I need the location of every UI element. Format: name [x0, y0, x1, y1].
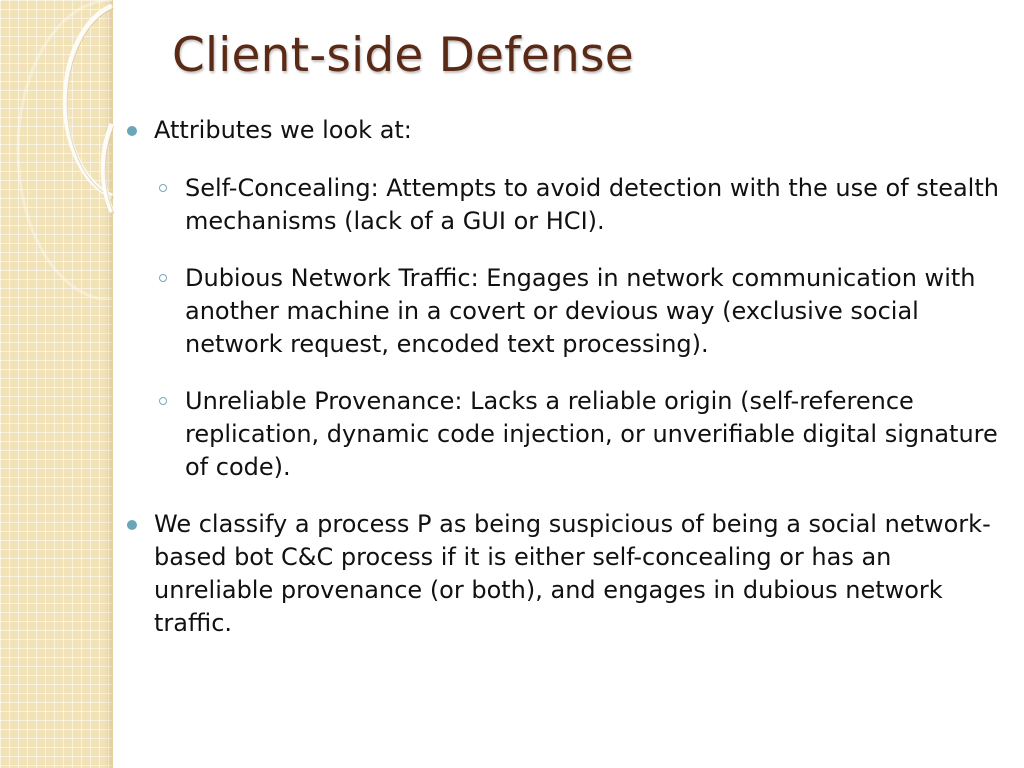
slide-body: Attributes we look at: Self-Concealing: …	[127, 114, 1004, 640]
subbullet-text: Self-Concealing: Attempts to avoid detec…	[185, 174, 999, 235]
subbullet-dubious-network-traffic: Dubious Network Traffic: Engages in netw…	[159, 262, 1004, 361]
slide-title: Client-side Defense	[172, 28, 634, 83]
decorative-sidebar	[0, 0, 113, 768]
sidebar-shadow	[104, 0, 112, 768]
hollow-circle-bullet-icon	[159, 184, 167, 192]
bullet-attributes: Attributes we look at:	[127, 114, 1004, 147]
subbullet-text: Unreliable Provenance: Lacks a reliable …	[185, 387, 998, 481]
hollow-circle-bullet-icon	[159, 397, 167, 405]
subbullet-unreliable-provenance: Unreliable Provenance: Lacks a reliable …	[159, 385, 1004, 484]
subbullet-text: Dubious Network Traffic: Engages in netw…	[185, 264, 976, 358]
bullet-classification: We classify a process P as being suspici…	[127, 508, 1004, 640]
hollow-circle-bullet-icon	[159, 274, 167, 282]
bullet-dot-icon	[127, 520, 137, 530]
bullet-text: We classify a process P as being suspici…	[154, 510, 991, 637]
bullet-text: Attributes we look at:	[154, 116, 412, 144]
decorative-rings	[16, 0, 115, 300]
bullet-dot-icon	[127, 126, 137, 136]
subbullet-self-concealing: Self-Concealing: Attempts to avoid detec…	[159, 172, 1004, 238]
